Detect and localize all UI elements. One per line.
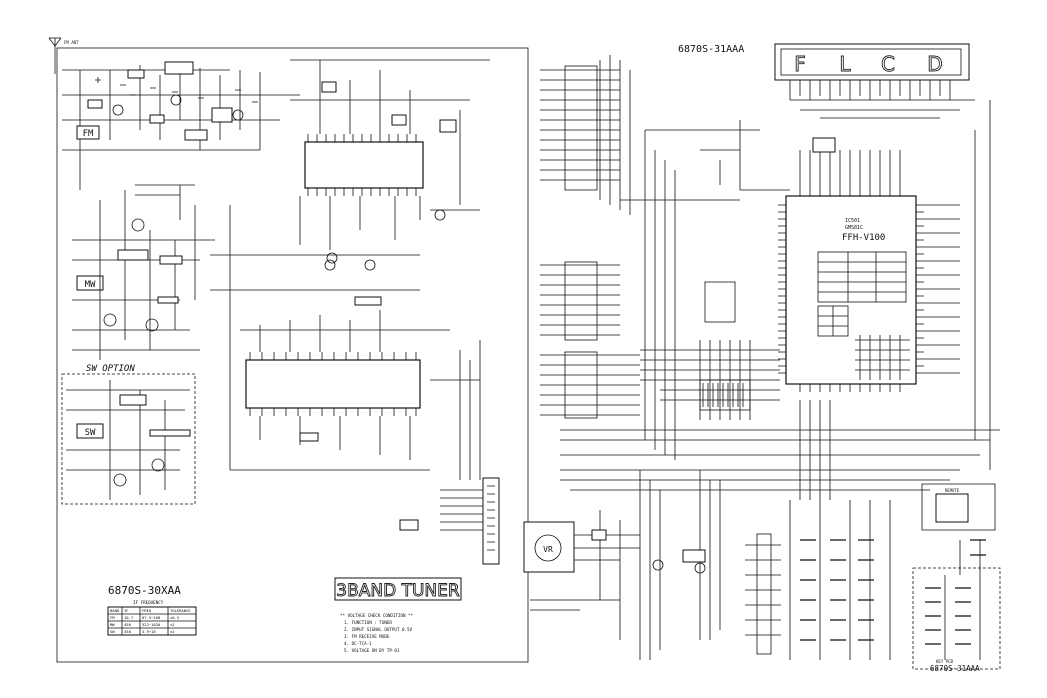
fm-frontend-circuit: [62, 61, 300, 190]
key-pcb-switches: [925, 539, 986, 660]
note-line-4: 4. DC-TCA-1: [344, 641, 372, 646]
mw-circuit: [72, 184, 215, 360]
freq-cell: ±0.5: [170, 615, 179, 620]
tuner-title: 3BAND TUNER: [336, 581, 460, 601]
mw-band-label: MW: [85, 280, 96, 290]
remote-label: REMOTE: [945, 488, 960, 493]
remote-region: [921, 483, 996, 531]
sw-band-label: SW: [85, 428, 96, 438]
remote-sensor-box: [935, 493, 969, 523]
tuner-part-number: 6870S-30XAA: [108, 584, 181, 597]
freq-cell: 10.7: [124, 615, 133, 620]
note-line-1: 1. FUNCTION : TUNER: [344, 620, 392, 625]
freq-cell: MW: [110, 622, 115, 627]
regulator-box: [399, 519, 419, 531]
main-input-connectors: [540, 65, 640, 419]
vfd-glyph-2: C: [881, 52, 895, 76]
vr-label: VR: [543, 545, 553, 554]
key-matrix: [745, 400, 891, 660]
mcu-ic-label: IC501: [845, 218, 860, 224]
tuner-board: FM ANT FM MW SW: [48, 37, 529, 663]
tuner-connector: [440, 340, 500, 565]
note-line-0: ** VOLTAGE CHECK CONDITION **: [340, 613, 414, 618]
mcu-part-label: GMS81C: [845, 225, 863, 231]
freq-header-2: FREQ: [142, 608, 152, 613]
freq-header-1: IF: [124, 608, 129, 613]
freq-header-0: BAND: [110, 608, 120, 613]
vr-wiring: [530, 510, 706, 640]
sw-circuit: [66, 380, 191, 500]
main-bus-wiring: [560, 55, 1000, 660]
tuner-board-border: [56, 47, 529, 663]
freq-cell: 87.5~108: [142, 615, 161, 620]
freq-cell: 450: [124, 629, 132, 634]
upper-ic-wiring: [290, 59, 490, 264]
note-line-5: 5. VOLTAGE ON BY TP-01: [344, 648, 400, 653]
tuner-ic-lower: [245, 352, 421, 416]
voltage-notes: ** VOLTAGE CHECK CONDITION ** 1. FUNCTIO…: [340, 613, 414, 653]
note-line-3: 3. FM RECEIVE MODE: [344, 634, 390, 639]
antenna-icon: [48, 37, 62, 74]
freq-cell: SW: [110, 629, 115, 634]
freq-table: IF FREQUENCY BAND IF FREQ TOLERANCE FM 1…: [107, 600, 197, 636]
vr-knob-icon: [534, 534, 562, 562]
vfd-glyph-0: F: [794, 52, 806, 76]
vfd-glyph-3: D: [927, 52, 942, 76]
fm-band-label: FM: [83, 129, 94, 139]
mw-band-box: [76, 275, 104, 291]
freq-cell: 450: [124, 622, 132, 627]
tuner-ic-upper: [304, 134, 424, 196]
key-pcb-part-number: 6870S-31AAA: [930, 664, 980, 673]
freq-cell: 5.9~18: [142, 629, 156, 634]
sw-option-label: SW OPTION: [86, 364, 135, 374]
crystal-box: [812, 137, 836, 153]
antenna-label: FM ANT: [64, 40, 79, 45]
vfd-display: F L C D: [774, 43, 975, 119]
freq-cell: 522~1620: [142, 622, 161, 627]
freq-header-3: TOLERANCE: [170, 608, 191, 613]
vfd-glyph-1: L: [839, 52, 851, 76]
freq-cell: ±2: [170, 622, 175, 627]
mcu-chip: IC501 GMS81C FFH-V100: [778, 150, 960, 392]
key-pcb-region: [912, 567, 1001, 670]
fm-band-box: [76, 125, 100, 140]
freq-cell: FM: [110, 615, 115, 620]
tuner-title-box: [334, 577, 462, 601]
sw-band-box: [76, 423, 104, 439]
key-pcb-label: KEY PCB: [936, 659, 953, 664]
mcu-pin-table: [817, 251, 907, 303]
mcu-name: FFH-V100: [842, 233, 885, 243]
note-line-2: 2. INPUT SIGNAL OUTPUT 0.5V: [344, 627, 413, 632]
vr-box: [523, 521, 575, 573]
freq-table-title: IF FREQUENCY: [133, 600, 164, 605]
main-part-number: 6870S-31AAA: [678, 44, 744, 55]
lower-ic-wiring: [210, 205, 480, 471]
sw-option-region: [61, 373, 196, 505]
freq-cell: ±2: [170, 629, 175, 634]
main-board: 6870S-31AAA F L C D: [523, 43, 1001, 673]
